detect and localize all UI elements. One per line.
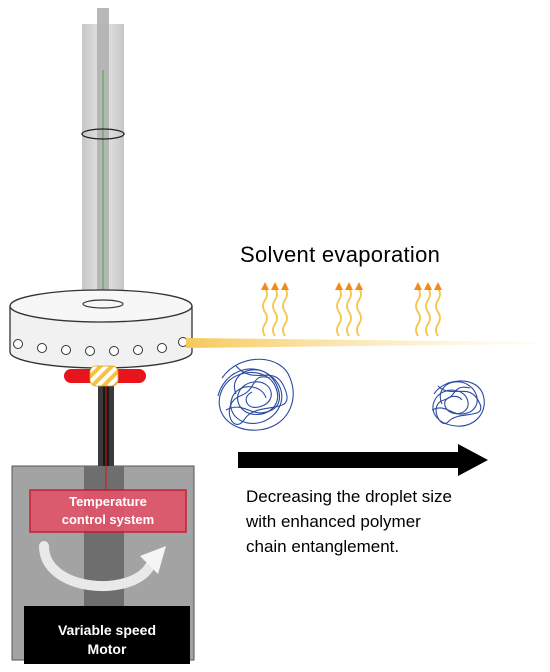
temperature-control-box (29, 489, 187, 533)
drive-shaft (98, 384, 114, 490)
process-arrow-icon (238, 444, 488, 476)
hole (61, 345, 71, 355)
polymer-coil-icon (217, 358, 294, 431)
hole (85, 346, 95, 356)
vapor-arrow-icon (262, 287, 288, 337)
motor-base (24, 606, 190, 664)
spinneret-disk (9, 289, 193, 369)
temperature-control-label: Temperature control system (61, 494, 155, 527)
polymer-jet (186, 338, 540, 348)
rotation-arrow-icon (39, 541, 166, 592)
hole (157, 343, 167, 353)
solvent-evaporation-label: Solvent evaporation (240, 242, 441, 267)
vapor-arrows (262, 287, 441, 337)
hole (37, 343, 47, 353)
variable-speed-motor-label: Variable speed Motor (57, 622, 157, 657)
hole (133, 345, 143, 355)
heater (64, 365, 146, 387)
droplet-size-description: Decreasing the droplet size with enhance… (246, 487, 453, 556)
hole (109, 346, 119, 356)
vapor-arrow-icon (336, 287, 362, 337)
vapor-arrowheads (261, 282, 442, 290)
hole (13, 339, 23, 349)
vapor-arrow-icon (415, 287, 441, 337)
polymer-coil-icon (431, 380, 485, 427)
spinneret-holes (13, 337, 188, 356)
syringe-tube (81, 8, 125, 330)
